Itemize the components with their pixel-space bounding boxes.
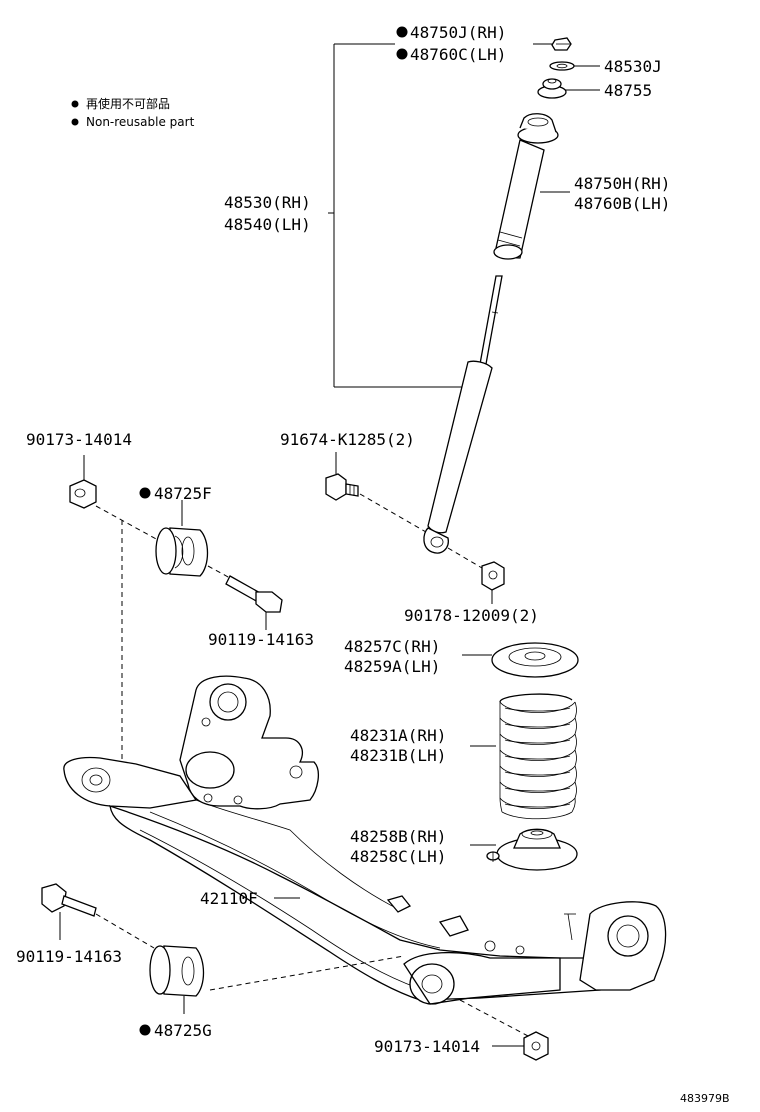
legend: 再使用不可部品 Non-reusable part xyxy=(71,96,195,129)
nonreusable-marker xyxy=(396,26,408,38)
part-label: 48530(RH) xyxy=(224,193,311,212)
part-label: 48258C(LH) xyxy=(350,847,446,866)
part-label: 48750J(RH) xyxy=(410,23,506,42)
part-label: 91674-K1285(2) xyxy=(280,430,415,449)
nut-90173-top xyxy=(69,455,159,794)
part-label: 48231B(LH) xyxy=(350,746,446,765)
part-label: 48750H(RH) xyxy=(574,174,670,193)
part-label: 48231A(RH) xyxy=(350,726,446,745)
bolt-90119-upper xyxy=(207,565,283,630)
legend-ja: 再使用不可部品 xyxy=(86,96,170,111)
nonreusable-marker xyxy=(139,1024,151,1036)
shock-absorber xyxy=(423,275,503,554)
part-label: 48760C(LH) xyxy=(410,45,506,64)
part-label: 48760B(LH) xyxy=(574,194,670,213)
part-label: 48530J xyxy=(604,57,662,76)
part-label: 90119-14163 xyxy=(16,947,122,966)
bolt-91674 xyxy=(325,452,427,533)
part-label: 48725F xyxy=(154,484,212,503)
bolt-90119-lower xyxy=(41,883,155,949)
part-label: 48725G xyxy=(154,1021,212,1040)
part-label: 48258B(RH) xyxy=(350,827,446,846)
bushing-48725f xyxy=(155,500,209,577)
part-label: 48755 xyxy=(604,81,652,100)
part-label: 90178-12009(2) xyxy=(404,606,539,625)
shock-boot xyxy=(493,113,559,260)
nut-90178 xyxy=(447,547,505,604)
shock-bracket-lines xyxy=(328,43,600,388)
legend-en: Non-reusable part xyxy=(86,115,195,129)
spring-lower-seat xyxy=(470,828,578,871)
part-label: 90173-14014 xyxy=(374,1037,480,1056)
diagram-ref-number: 483979B xyxy=(680,1092,730,1105)
part-label: 48257C(RH) xyxy=(344,637,440,656)
coil-spring xyxy=(470,693,577,820)
nonreusable-marker xyxy=(396,48,408,60)
part-label: 90173-14014 xyxy=(26,430,132,449)
part-label: 42110F xyxy=(200,889,258,908)
part-label: 48259A(LH) xyxy=(344,657,440,676)
bushing-48725g xyxy=(149,945,405,1014)
shock-top-nut xyxy=(551,37,572,51)
insulator-48755 xyxy=(537,78,567,99)
spring-upper-seat xyxy=(462,642,579,678)
part-label: 48540(LH) xyxy=(224,215,311,234)
nut-90173-bottom xyxy=(459,999,549,1061)
nonreusable-marker xyxy=(139,487,151,499)
axle-beam xyxy=(63,675,667,1005)
part-label: 90119-14163 xyxy=(208,630,314,649)
washer-48530j xyxy=(549,61,575,71)
